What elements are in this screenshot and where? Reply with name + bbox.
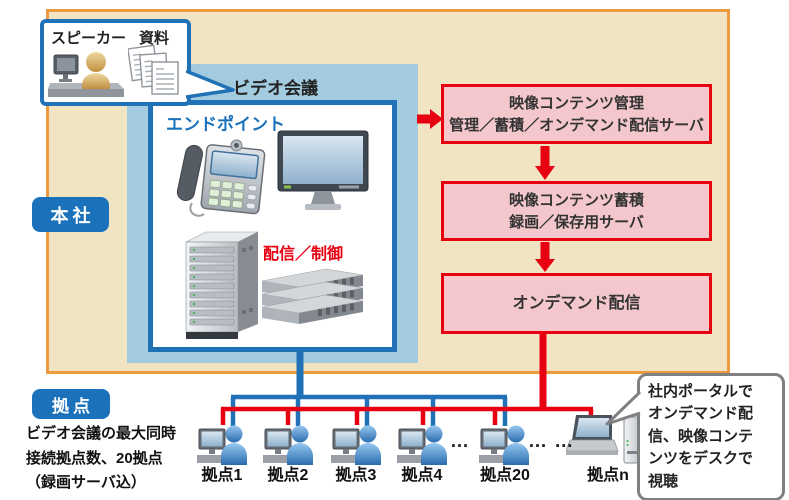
flow-box-subtitle: 管理／蓄積／オンデマンド配信サーバ [449, 116, 704, 134]
branch-user-icon [263, 425, 313, 465]
branch-note: ビデオ会議の最大同時 接続拠点数、20拠点 （録画サーバ込） [26, 425, 177, 491]
speaker-bubble-tail [186, 70, 235, 99]
desktop-monitor-icon [277, 130, 369, 210]
branch-user-icon [197, 425, 247, 465]
site-label-4: 拠点4 [401, 467, 443, 484]
speaker-desk-icon [48, 52, 124, 97]
flow-box-title: 映像コンテンツ蓄積 [508, 191, 644, 209]
videoconf-title: ビデオ会議 [233, 79, 318, 98]
docs-label: 資料 [139, 30, 170, 47]
control-label: 配信／制御 [263, 246, 344, 263]
flow-box-subtitle: 録画／保存用サーバ [509, 213, 644, 231]
flow-box-title: 映像コンテンツ管理 [508, 94, 644, 112]
portal-bubble-tail [605, 391, 642, 426]
flow-box-ondemand-delivery: オンデマンド配信 [441, 273, 712, 334]
site-label-3: 拠点3 [335, 467, 377, 484]
site-label-1: 拠点1 [201, 467, 243, 484]
site-label-n: 拠点n [587, 467, 629, 484]
speaker-label: スピーカー [51, 30, 127, 47]
branch-user-icon [331, 425, 381, 465]
red-arrow-icons [417, 109, 555, 272]
ellipsis: … … [528, 431, 575, 452]
server-tower-icon [185, 231, 259, 339]
branch-user-icon [397, 425, 447, 465]
flow-box-content-storage: 映像コンテンツ蓄積 録画／保存用サーバ [441, 181, 712, 241]
speaker-bubble: スピーカー 資料 [40, 19, 191, 106]
site-label-20: 拠点20 [480, 467, 530, 484]
portal-note-bubble: 社内ポータルで オンデマンド配 信、映像コンテ ンツをデスクで 視聴 [637, 373, 785, 500]
endpoint-label: エンドポイント [166, 115, 285, 134]
branch-label: 拠点 [32, 389, 110, 419]
flow-box-content-management: 映像コンテンツ管理 管理／蓄積／オンデマンド配信サーバ [441, 84, 712, 144]
hq-label: 本社 [32, 197, 109, 232]
documents-icon [128, 44, 179, 95]
site-label-2: 拠点2 [267, 467, 309, 484]
rack-servers-icon [261, 268, 364, 324]
branch-user-icon [479, 425, 529, 465]
ip-phone-icon [176, 139, 266, 217]
flow-box-title: オンデマンド配信 [512, 295, 641, 312]
ellipsis: … [450, 431, 470, 452]
